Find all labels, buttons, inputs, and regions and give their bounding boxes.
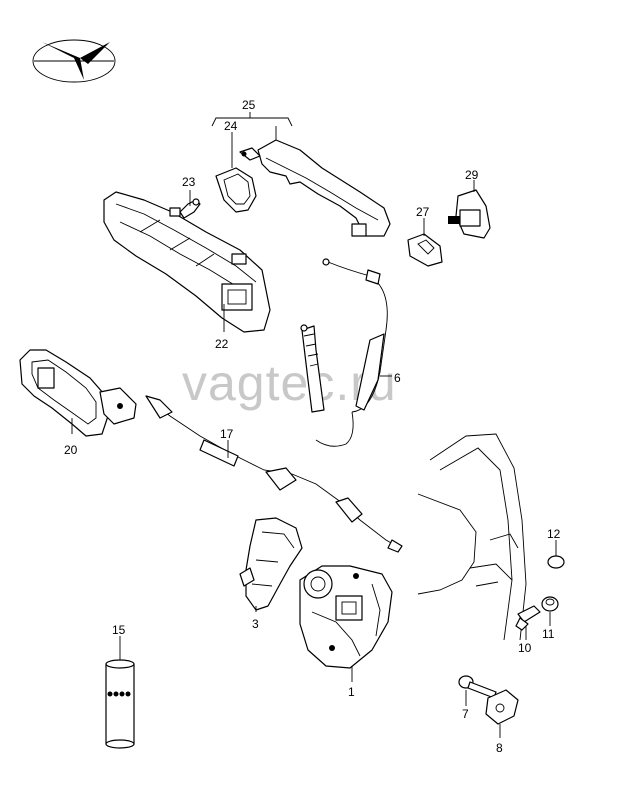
callout-12: 12 (547, 527, 561, 541)
lock-cover-cap[interactable] (407, 233, 443, 267)
lock-cover-plate[interactable] (239, 517, 303, 611)
handle-gasket[interactable] (215, 167, 257, 213)
outer-door-handle[interactable] (239, 139, 391, 237)
leader-lines (71, 112, 557, 738)
callout-1: 1 (348, 685, 355, 699)
callout-3: 3 (252, 617, 259, 631)
handle-bracket[interactable] (103, 191, 271, 333)
inner-release-cable[interactable] (145, 395, 403, 553)
outer-release-cable[interactable] (300, 258, 388, 447)
cap-12[interactable] (547, 555, 565, 569)
callout-10: 10 (518, 641, 532, 655)
callout-15: 15 (112, 623, 126, 637)
callout-22: 22 (215, 337, 229, 351)
callout-25: 25 (242, 98, 256, 112)
callout-11: 11 (542, 627, 555, 641)
screw-7[interactable] (458, 675, 497, 699)
cap-nut-11[interactable] (541, 596, 559, 612)
callout-7: 7 (462, 707, 469, 721)
callout-20: 20 (64, 443, 78, 457)
callout-8: 8 (496, 741, 503, 755)
door-frame-outline (417, 433, 527, 641)
door-lock-assembly[interactable] (299, 565, 393, 669)
callout-6: 6 (394, 371, 401, 385)
callout-24: 24 (224, 119, 238, 133)
brand-logo-icon (32, 39, 116, 83)
striker-plate[interactable] (485, 689, 519, 725)
inner-door-handle[interactable] (19, 349, 137, 437)
callout-29: 29 (465, 168, 479, 182)
lubricant-can[interactable] (105, 659, 135, 749)
callout-17: 17 (220, 427, 234, 441)
callout-27: 27 (416, 205, 430, 219)
bolt-10[interactable] (515, 605, 541, 631)
screw-23[interactable] (179, 198, 201, 219)
callout-23: 23 (182, 175, 196, 189)
handle-end-cap[interactable] (448, 189, 491, 239)
